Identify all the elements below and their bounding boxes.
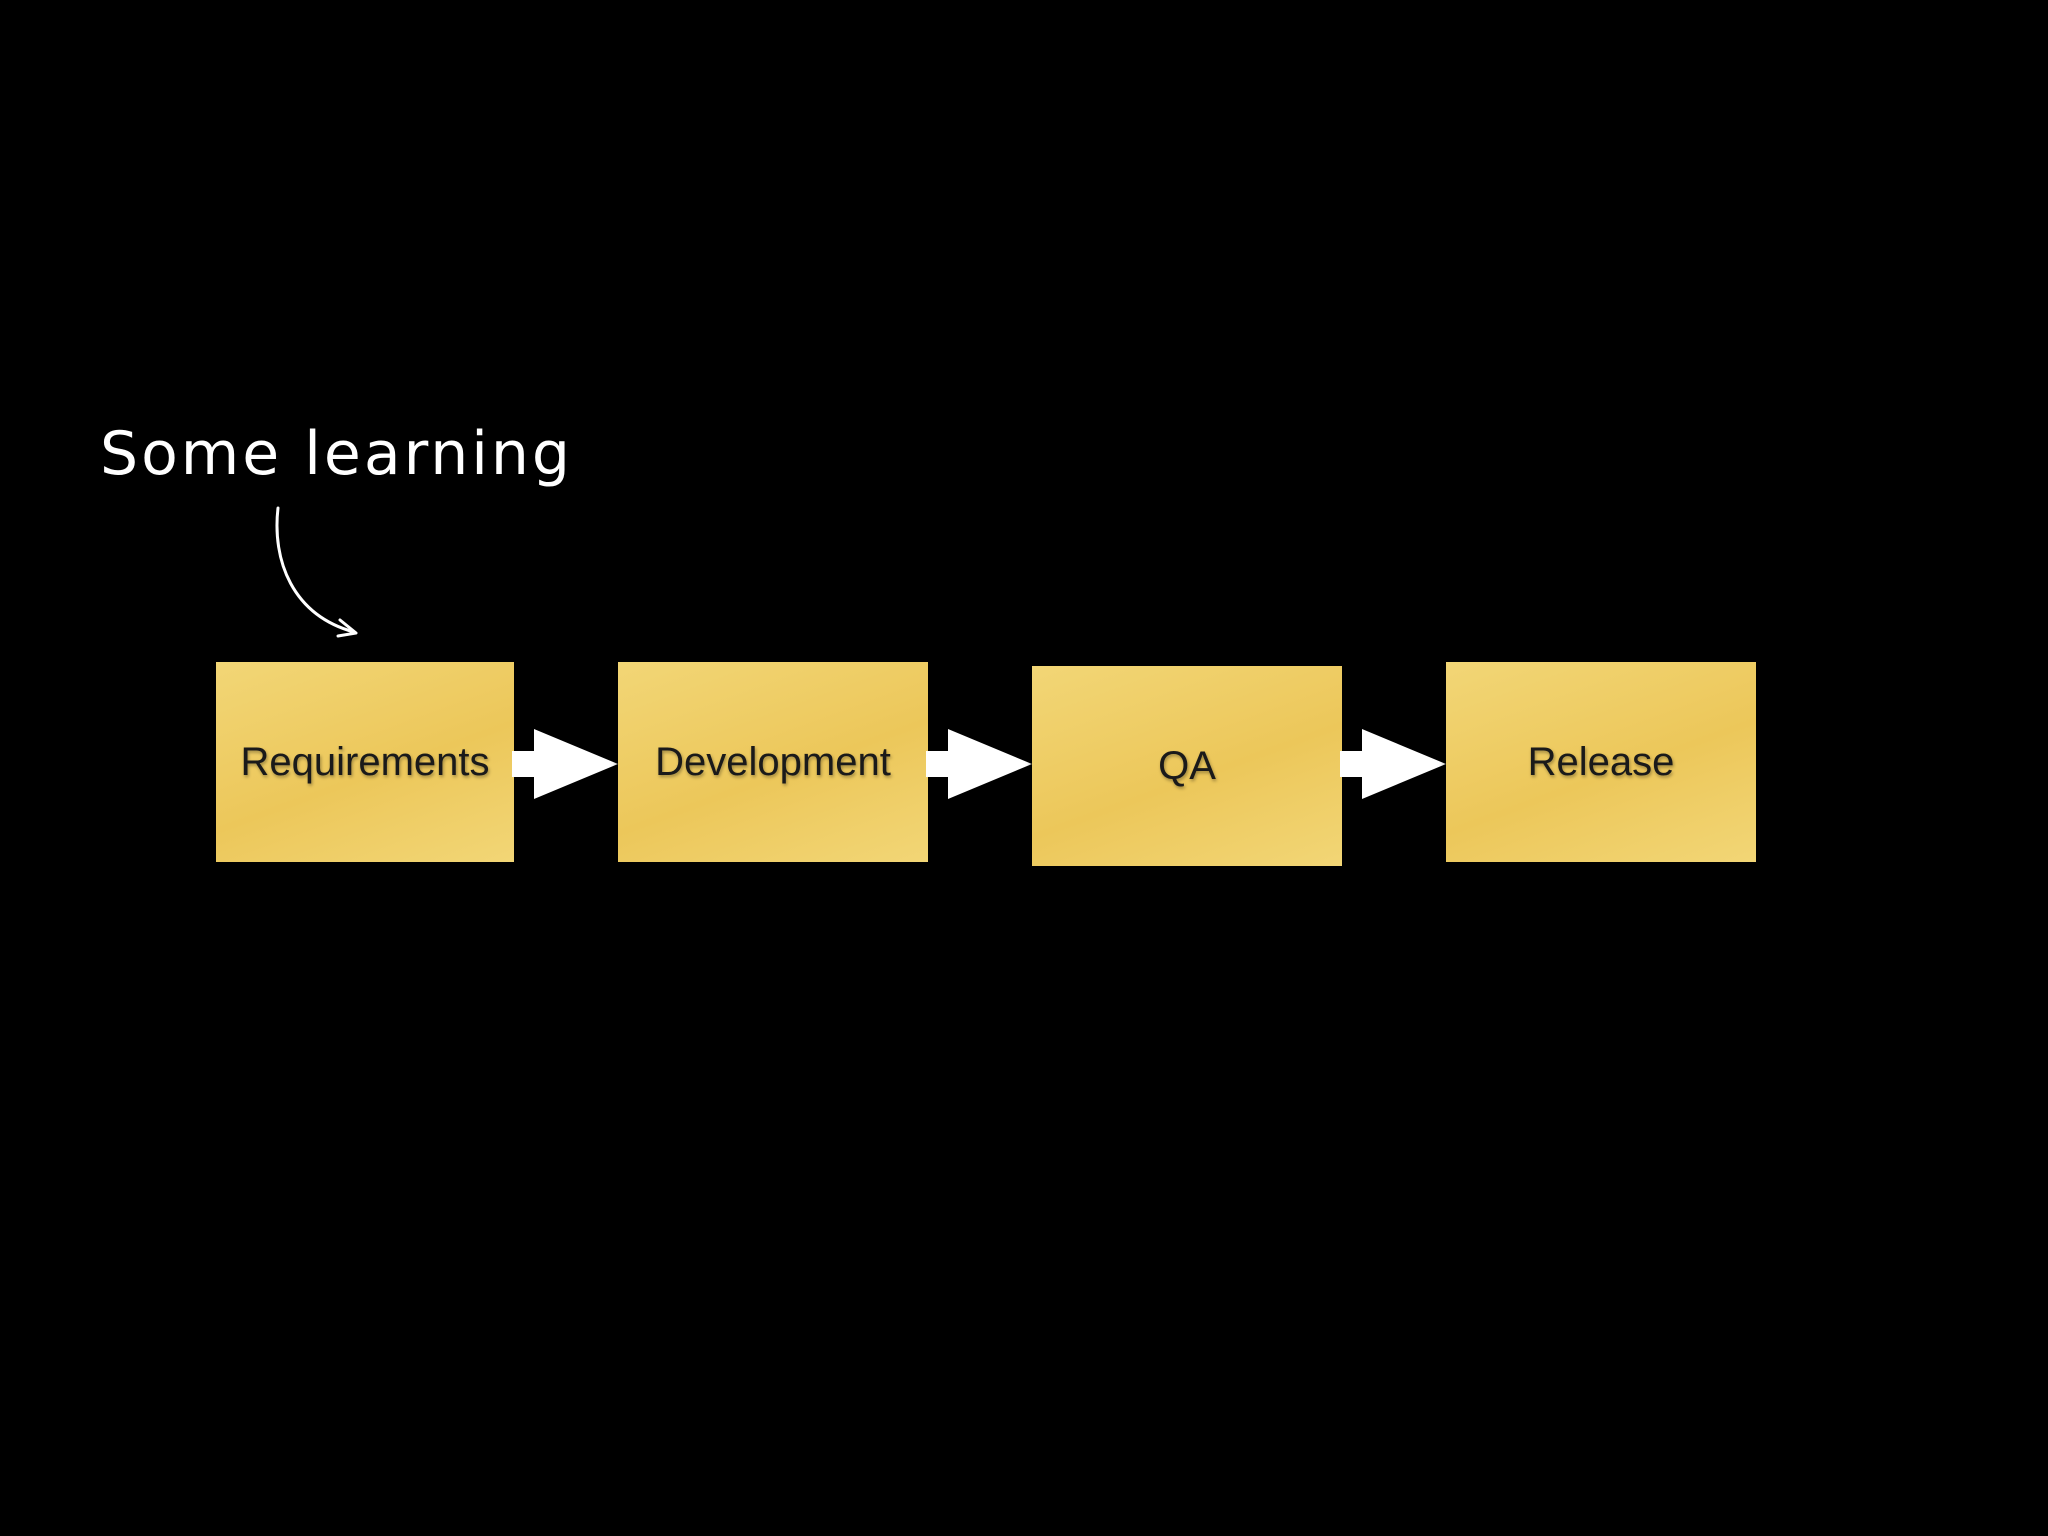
step-box-release: Release: [1446, 662, 1756, 862]
step-label: Requirements: [240, 739, 490, 784]
step-label: QA: [1158, 743, 1216, 788]
right-arrow-icon: [1340, 729, 1446, 799]
right-arrow-icon: [926, 729, 1032, 799]
step-box-qa: QA: [1032, 666, 1342, 866]
step-label: Development: [655, 739, 891, 784]
curved-arrow-icon: [275, 506, 358, 638]
right-arrow-icon: [512, 729, 618, 799]
annotation-text: Some learning: [100, 419, 574, 489]
step-label: Release: [1527, 739, 1675, 784]
step-box-development: Development: [618, 662, 928, 862]
step-box-requirements: Requirements: [216, 662, 514, 862]
